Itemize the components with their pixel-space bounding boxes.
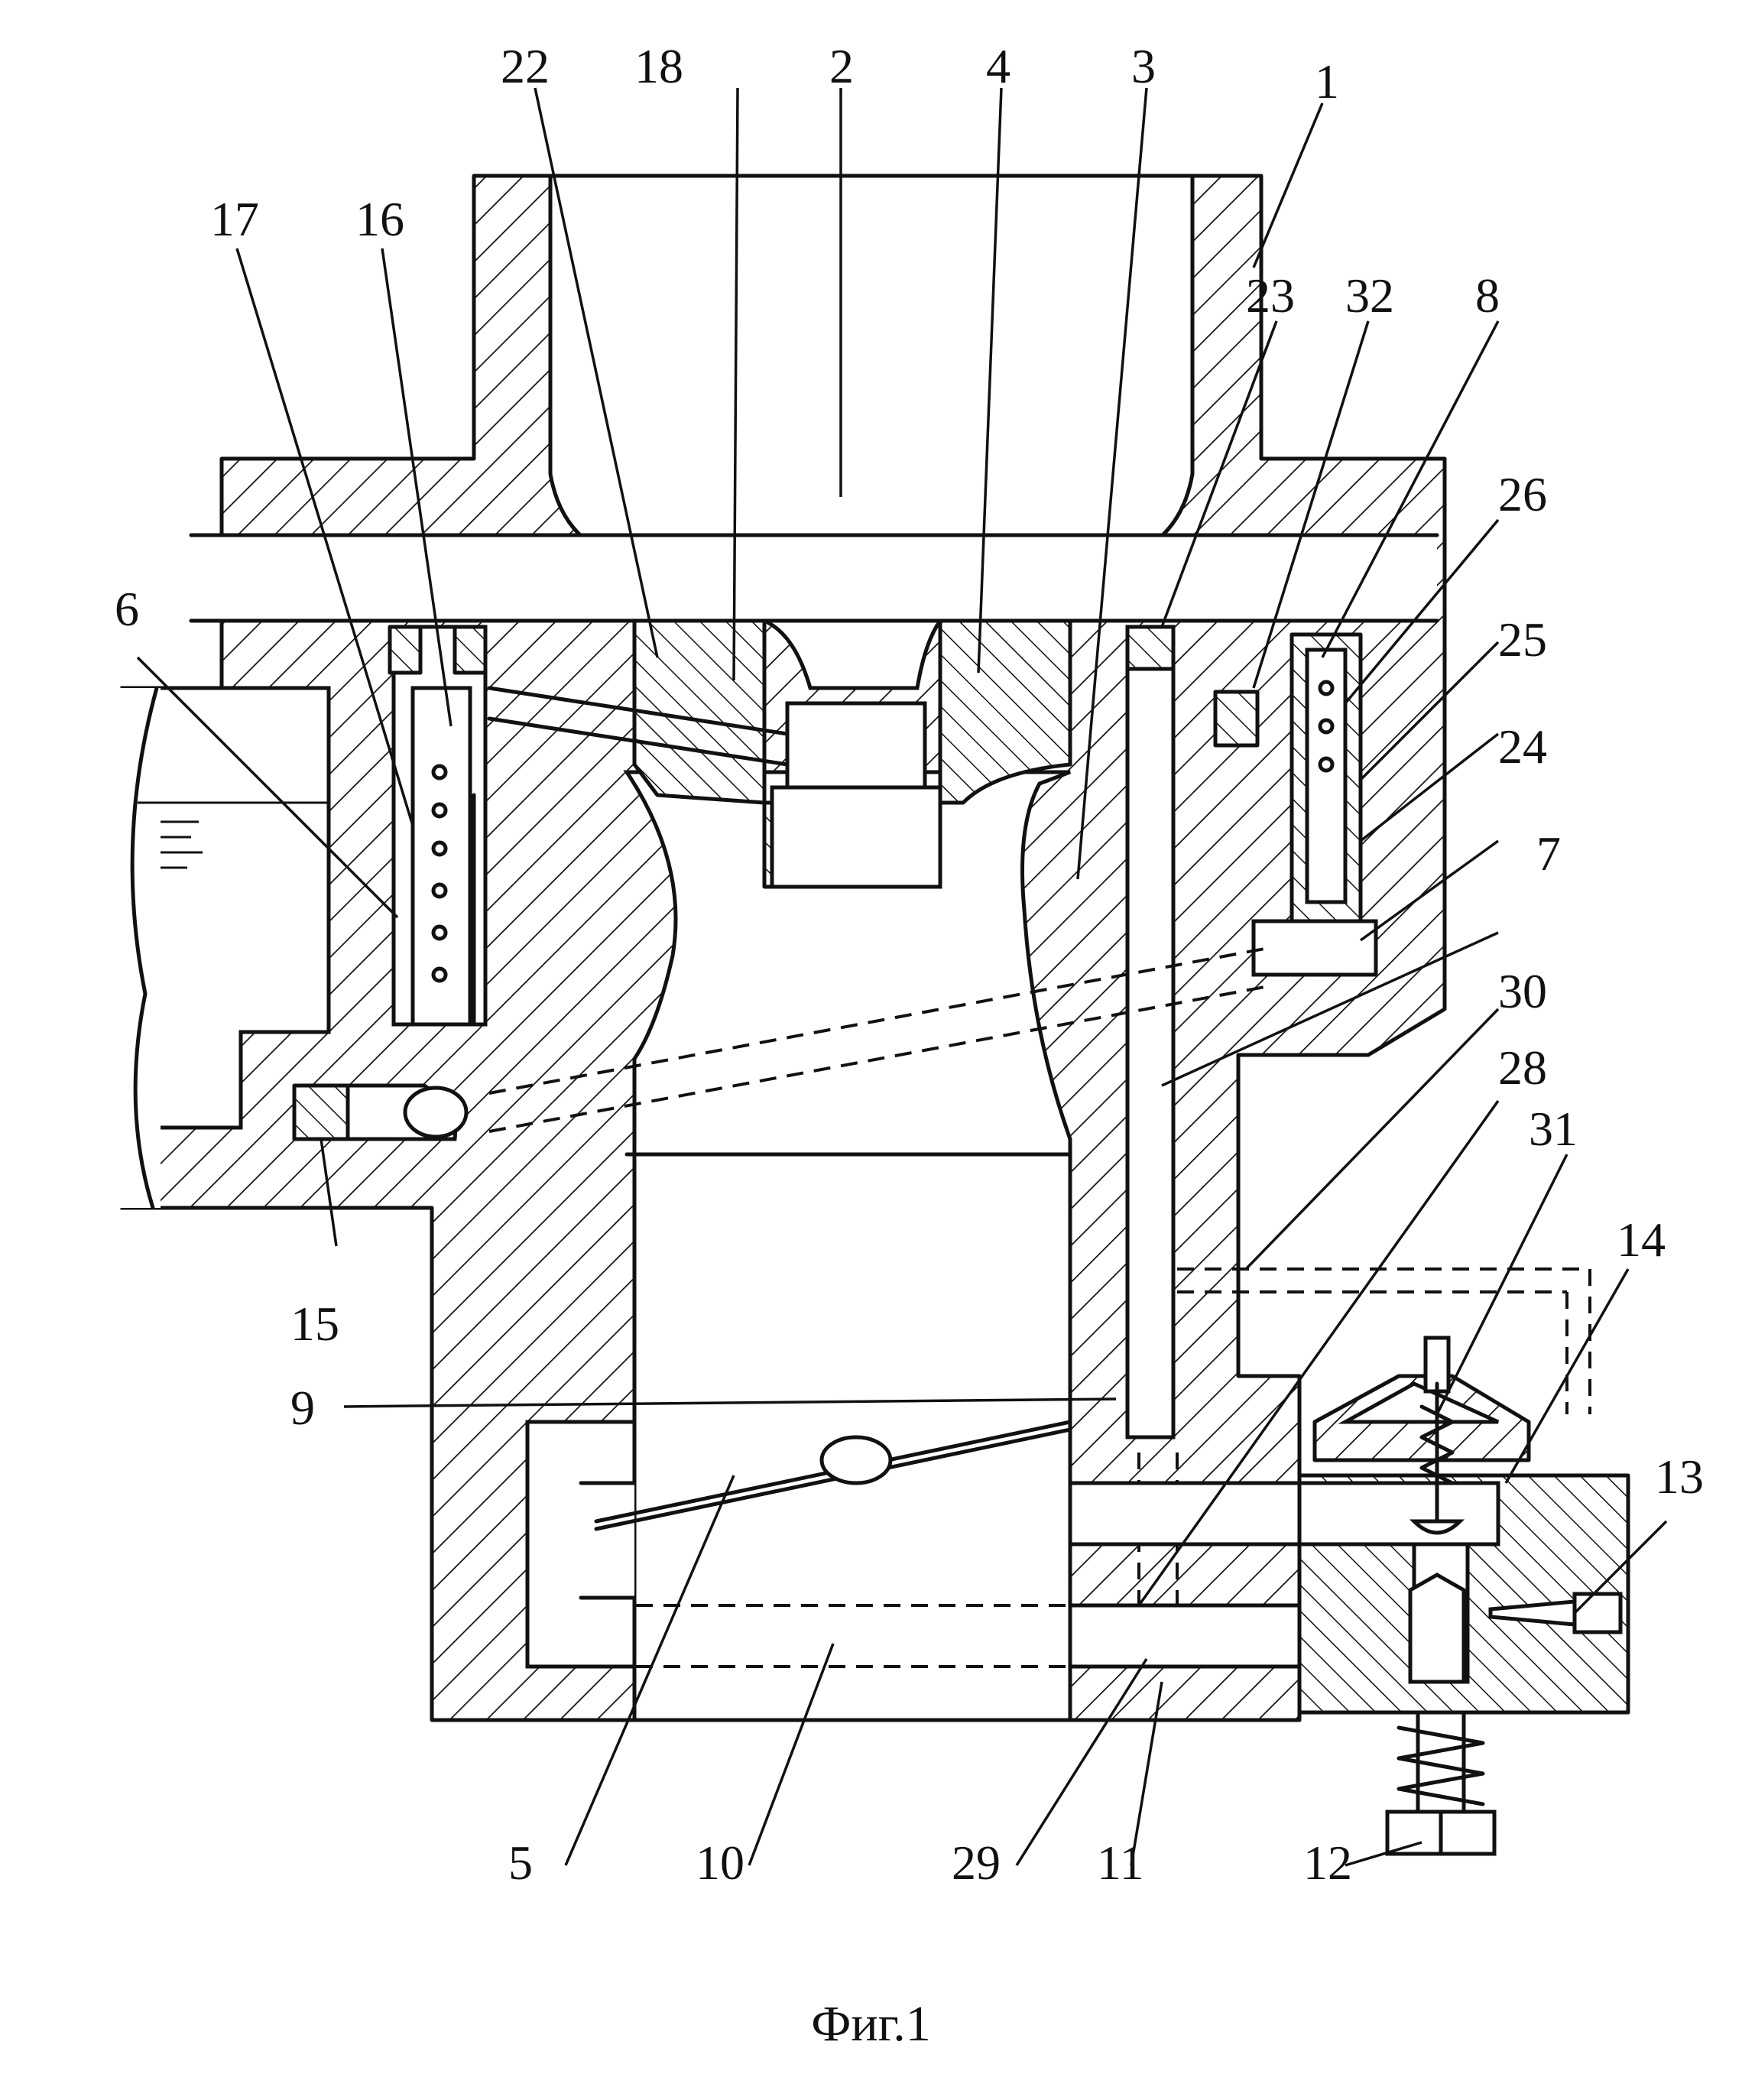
part-number-11: 11: [1097, 1839, 1144, 1887]
part-number-15: 15: [290, 1300, 339, 1349]
part-number-8: 8: [1475, 271, 1500, 320]
part-number-2: 2: [829, 42, 854, 91]
part-number-12: 12: [1303, 1839, 1352, 1887]
part-number-27: 28: [1498, 1044, 1547, 1092]
part-number-23: 23: [1246, 271, 1295, 320]
part-number-26: 26: [1498, 470, 1547, 519]
part-number-31: 32: [1345, 271, 1394, 320]
part-number-25: 25: [1498, 615, 1547, 664]
part-number-28: 29: [952, 1839, 1001, 1887]
figure-caption: Фиг.1: [0, 1995, 1742, 2053]
part-number-29: 30: [1498, 967, 1547, 1016]
part-number-30: 31: [1529, 1105, 1578, 1154]
part-number-18: 18: [634, 42, 683, 91]
part-number-9: 9: [290, 1384, 315, 1433]
part-number-3: 3: [1131, 42, 1156, 91]
part-number-16: 16: [355, 195, 404, 244]
part-number-13: 13: [1655, 1452, 1704, 1501]
part-number-6: 6: [115, 585, 139, 634]
part-number-7: 7: [1536, 829, 1561, 878]
part-number-10: 10: [696, 1839, 744, 1887]
part-number-17: 17: [210, 195, 259, 244]
part-number-14: 14: [1617, 1216, 1666, 1264]
part-number-5: 5: [508, 1839, 533, 1887]
part-number-4: 4: [986, 42, 1010, 91]
part-number-22: 22: [501, 42, 550, 91]
carburetor-body: [92, 176, 1628, 1854]
part-number-24: 24: [1498, 722, 1547, 771]
part-number-1: 1: [1315, 57, 1339, 106]
